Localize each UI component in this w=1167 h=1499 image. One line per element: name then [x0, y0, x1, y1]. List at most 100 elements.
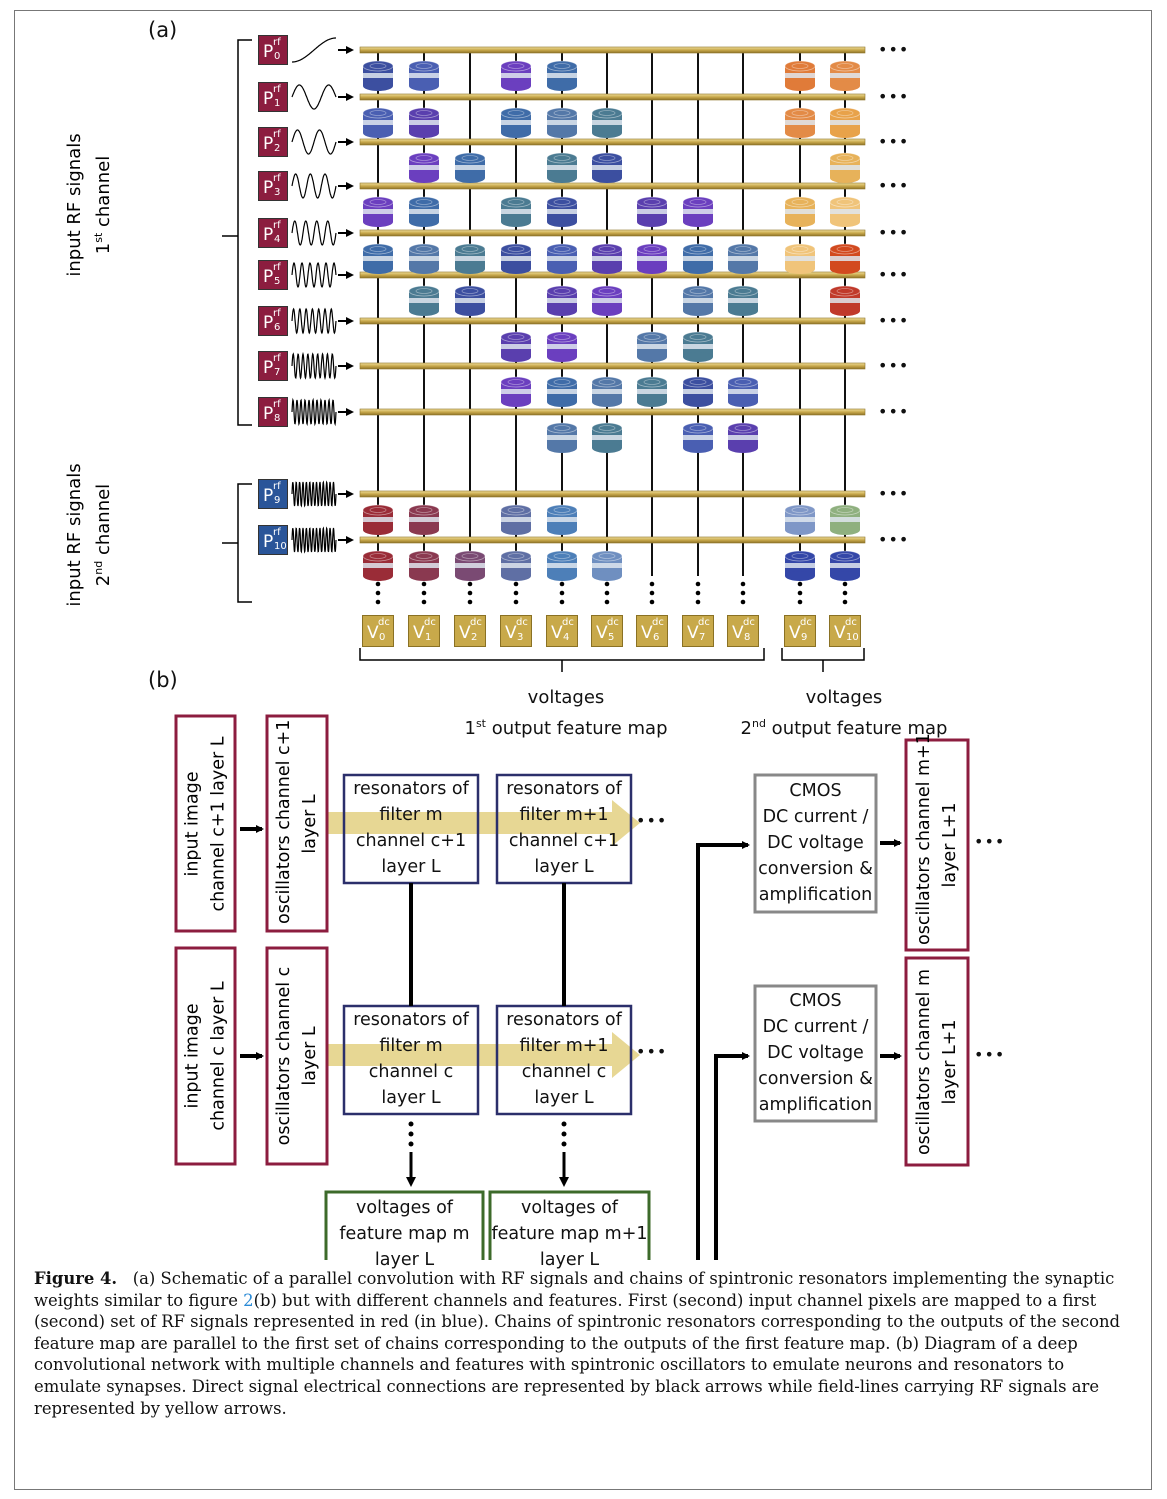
chain-dot	[604, 599, 610, 605]
tile-superscript: dc	[652, 617, 664, 628]
chain-dot	[842, 590, 848, 596]
resonator	[682, 196, 714, 227]
resonator	[784, 60, 816, 91]
tile-superscript: dc	[607, 617, 619, 628]
tile-subscript: 0	[379, 632, 386, 643]
row-ellipsis: •••	[878, 484, 910, 503]
chain-dot	[467, 581, 473, 587]
resonator	[546, 376, 578, 407]
channel2-label-line1: input RF signals	[64, 463, 85, 607]
output-map1-line2: 1st output feature map	[464, 717, 668, 739]
chain-dot	[797, 581, 803, 587]
channel2-label: input RF signals 2nd channel	[63, 455, 114, 615]
figure-frame	[14, 10, 1152, 1490]
panel-b-diagram	[174, 714, 970, 1260]
chain-dot	[421, 599, 427, 605]
resonator	[784, 196, 816, 227]
chain-dot	[695, 599, 701, 605]
resonator	[362, 196, 394, 227]
chain-dot	[695, 590, 701, 596]
oscillators-out-m1-box	[904, 738, 970, 952]
tile-base: P	[263, 486, 274, 506]
resonator	[362, 243, 394, 274]
resonator	[362, 107, 394, 138]
panel-b-label: (b)	[148, 668, 178, 692]
output-map2-label: voltages 2nd output feature map	[724, 685, 964, 742]
chain-dot	[842, 581, 848, 587]
resonator	[784, 550, 816, 581]
resonator	[682, 331, 714, 362]
rf-waveform-9	[291, 480, 337, 508]
tile-subscript: 0	[274, 51, 281, 62]
resonator	[546, 422, 578, 453]
field-line-4	[359, 229, 866, 237]
row-ellipsis: •••	[878, 40, 910, 59]
resonator	[727, 376, 759, 407]
rf-waveform-8	[291, 397, 337, 427]
channel1-label-line2: 1st channel	[92, 155, 114, 255]
row-ellipsis: •••	[878, 530, 910, 549]
tile-subscript: 3	[274, 187, 281, 198]
chain-dot	[467, 599, 473, 605]
tile-subscript: 3	[517, 632, 524, 643]
map1-bracket	[359, 648, 765, 661]
caption-figure-link[interactable]: 2	[243, 1290, 254, 1310]
resonator	[546, 152, 578, 183]
chain-dot	[740, 581, 746, 587]
panel-a-diagram	[222, 37, 866, 672]
tile-superscript: dc	[743, 617, 755, 628]
voltages-m-box	[324, 1190, 485, 1260]
chain-dot	[467, 590, 473, 596]
resonator	[500, 196, 532, 227]
resonator	[591, 285, 623, 316]
tile-superscript: dc	[424, 617, 436, 628]
rf-waveform-4	[291, 220, 337, 246]
chain-dot	[559, 581, 565, 587]
tile-subscript: 1	[425, 632, 432, 643]
tile-base: V	[367, 623, 379, 643]
resonator	[727, 243, 759, 274]
resonator	[362, 60, 394, 91]
chain-dot	[797, 590, 803, 596]
field-line-8	[359, 408, 866, 416]
tile-superscript: rf	[273, 353, 281, 364]
row-ellipsis: •••	[878, 311, 910, 330]
channel1-label-line1: input RF signals	[64, 133, 85, 277]
tile-base: P	[263, 267, 274, 287]
row-ellipsis: •••	[878, 356, 910, 375]
oscillators-out-m-box	[904, 956, 970, 1167]
tile-superscript: rf	[273, 481, 281, 492]
tile-subscript: 8	[274, 413, 281, 424]
tile-base: V	[596, 623, 608, 643]
tile-superscript: rf	[273, 173, 281, 184]
ellipsis-out-m1: •••	[974, 832, 1006, 851]
resonator	[829, 504, 861, 535]
tile-superscript: rf	[273, 129, 281, 140]
resonator	[829, 550, 861, 581]
resonator	[546, 107, 578, 138]
resonator	[829, 152, 861, 183]
tile-superscript: dc	[378, 617, 390, 628]
tile-subscript: 2	[471, 632, 478, 643]
tile-base: P	[263, 134, 274, 154]
tile-base: P	[263, 404, 274, 424]
chain-dot	[559, 590, 565, 596]
resonator	[546, 243, 578, 274]
output-map1-label: voltages 1st output feature map	[446, 685, 686, 742]
